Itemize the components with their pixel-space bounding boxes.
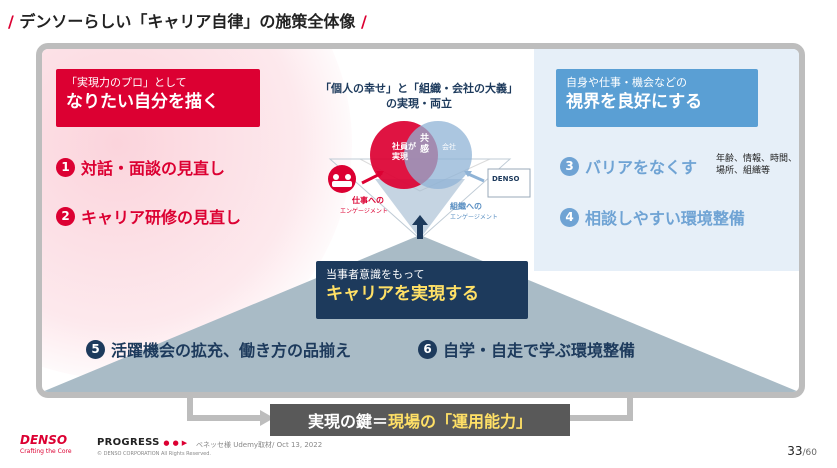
- measure-consultation-env: 4 相談しやすい環境整備: [560, 205, 745, 229]
- measure-opportunities: 5 活躍機会の拡充、働き方の品揃え: [86, 337, 351, 361]
- page-title: / デンソーらしい「キャリア自律」の施策全体像 /: [8, 8, 367, 32]
- denso-building-icon: [487, 168, 531, 198]
- person-bodies: [332, 181, 352, 187]
- progress-dots-icon: ● ● ▶: [163, 439, 188, 447]
- measure-dialogue-review: 1 対話・面談の見直し: [56, 155, 225, 179]
- measure-6-text: 自学・自走で学ぶ環境整備: [443, 341, 636, 360]
- barrier-note-line2: 場所、組織等: [716, 166, 771, 176]
- page-number: 33/60: [787, 444, 817, 458]
- center-title-line2: の実現・両立: [386, 97, 452, 110]
- person-head-2: [345, 174, 351, 180]
- blue-circle-text: 会社: [442, 142, 456, 151]
- callout-right-main: 視界を良好にする: [566, 92, 703, 112]
- number-badge-2: 2: [56, 206, 75, 226]
- measure-2-text: キャリア研修の見直し: [81, 208, 242, 227]
- barrier-note-line1: 年齢、情報、時間、: [716, 154, 798, 164]
- strategy-frame: 「実現力のプロ」として なりたい自分を描く 自身や仕事・機会などの 視界を良好に…: [36, 43, 805, 398]
- progress-text: PROGRESS: [97, 437, 160, 448]
- barrier-note: 年齢、情報、時間、 場所、組織等: [716, 153, 797, 177]
- callout-left-main: なりたい自分を描く: [66, 92, 219, 112]
- right-arrow-head: [464, 171, 472, 177]
- left-engagement-label: 仕事への: [351, 195, 384, 205]
- number-badge-5: 5: [86, 339, 105, 359]
- overlap-text: 共: [420, 132, 429, 144]
- callout-clear-view: 自身や仕事・機会などの 視界を良好にする: [556, 69, 758, 127]
- measure-3-text: バリアをなくす: [585, 158, 698, 177]
- denso-tagline: Crafting the Core: [20, 448, 72, 455]
- people-icon: [328, 165, 356, 193]
- page-total: /60: [802, 448, 817, 458]
- up-arrow-head: [412, 215, 428, 225]
- page-title-text: デンソーらしい「キャリア自律」の施策全体像: [19, 12, 356, 31]
- loop-left-arrow: [187, 398, 260, 421]
- engagement-diagram: 社員が 実現 共 感 会社 DENSO 仕事への エンゲージメント 組織への エ…: [328, 121, 531, 240]
- title-slash-left: /: [8, 12, 20, 31]
- number-badge-6: 6: [418, 339, 437, 359]
- loop-right-arrow: [560, 398, 633, 421]
- callout-draw-yourself: 「実現力のプロ」として なりたい自分を描く: [56, 69, 260, 127]
- right-engagement-sub: エンゲージメント: [450, 213, 498, 221]
- diagram-funnel: [375, 179, 465, 239]
- number-badge-4: 4: [560, 207, 579, 227]
- measure-5-text: 活躍機会の拡充、働き方の品揃え: [111, 341, 352, 360]
- right-engagement-label: 組織への: [450, 201, 482, 211]
- denso-logo: DENSO: [20, 433, 68, 447]
- progress-logo: PROGRESS ● ● ▶: [97, 437, 187, 448]
- up-arrow-shaft: [417, 225, 423, 239]
- key-highlight: 現場の「運用能力」: [388, 412, 533, 431]
- building-logo-text: DENSO: [492, 175, 519, 183]
- left-engagement-sub: エンゲージメント: [340, 207, 388, 215]
- measure-4-text: 相談しやすい環境整備: [585, 209, 745, 228]
- overlap-text-2: 感: [420, 143, 429, 155]
- measure-career-training: 2 キャリア研修の見直し: [56, 204, 241, 228]
- person-head-1: [333, 174, 339, 180]
- red-circle-text: 社員が: [391, 141, 417, 151]
- left-arrow-head: [376, 171, 384, 177]
- number-badge-3: 3: [560, 156, 579, 176]
- title-slash-right: /: [355, 12, 367, 31]
- blue-circle: [404, 121, 472, 189]
- callout-realize-career: 当事者意識をもって キャリアを実現する: [316, 261, 528, 319]
- measure-remove-barriers: 3 バリアをなくす: [560, 154, 697, 178]
- center-title-line1: 「個人の幸せ」と「組織・会社の大義」: [320, 82, 518, 95]
- copyright: © DENSO CORPORATION All Rights Reserved.: [97, 451, 211, 457]
- callout-center-sub: 当事者意識をもって: [326, 268, 425, 281]
- measure-self-learning: 6 自学・自走で学ぶ環境整備: [418, 337, 635, 361]
- number-badge-1: 1: [56, 157, 75, 177]
- key-to-realization: 実現の鍵＝現場の「運用能力」: [270, 404, 570, 436]
- callout-center-main: キャリアを実現する: [326, 284, 479, 304]
- red-circle-text-2: 実現: [392, 151, 408, 161]
- callout-left-sub: 「実現力のプロ」として: [66, 76, 187, 89]
- loop-left-arrow-head: [260, 410, 274, 426]
- key-prefix: 実現の鍵＝: [307, 412, 388, 431]
- page-current: 33: [787, 444, 803, 458]
- callout-right-sub: 自身や仕事・機会などの: [566, 76, 687, 89]
- footer-note: ベネッセ様 Udemy取材/ Oct 13, 2022: [196, 441, 323, 449]
- center-title: 「個人の幸せ」と「組織・会社の大義」 の実現・両立: [318, 81, 520, 111]
- measure-1-text: 対話・面談の見直し: [81, 159, 226, 178]
